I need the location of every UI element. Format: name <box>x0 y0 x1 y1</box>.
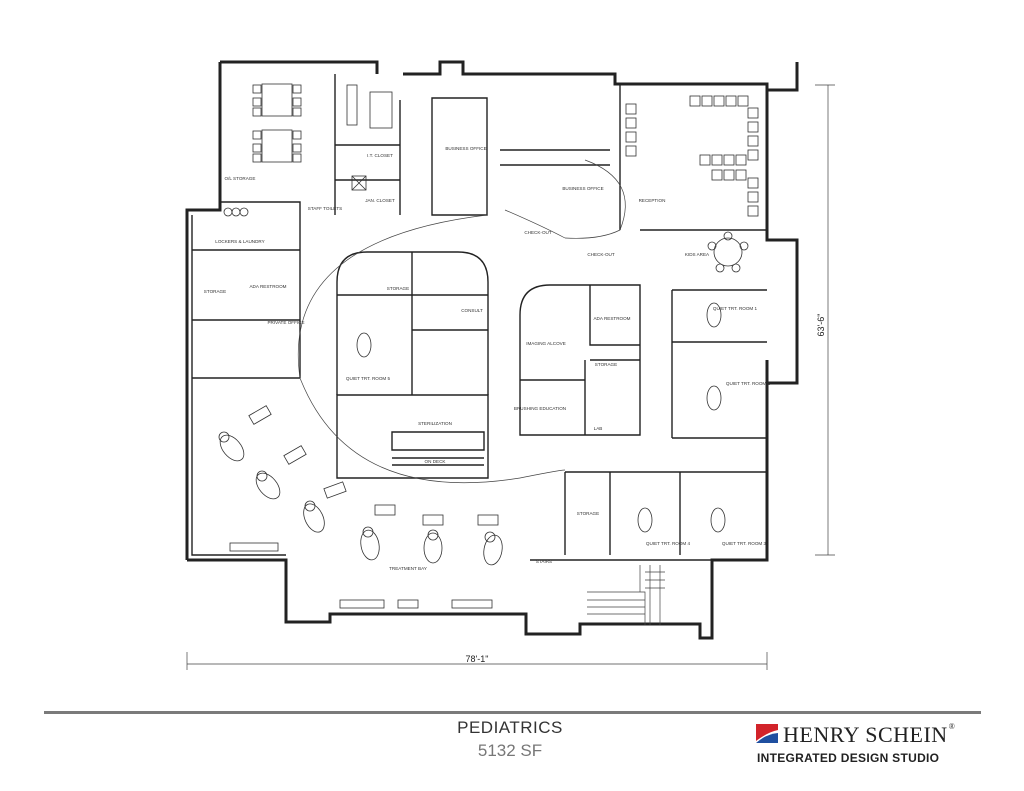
room-label: LOCKERS & LAUNDRY <box>215 239 264 244</box>
plan-title: PEDIATRICS <box>457 718 563 737</box>
exterior-walls <box>185 60 799 640</box>
registered-mark: ® <box>948 722 956 731</box>
room-label: BUSINESS OFFICE <box>562 186 603 191</box>
room-label: ADA RESTROOM <box>249 284 286 289</box>
room-label: CHECK-OUT <box>587 252 615 257</box>
room-label: QUIET TRT. ROOM 5 <box>346 376 391 381</box>
core-rooms <box>298 159 641 484</box>
brand-name: HENRY SCHEIN® <box>783 722 955 748</box>
conference-furniture <box>223 83 302 217</box>
width-dimension: 78'-1" <box>186 652 768 670</box>
plan-area: 5132 SF <box>477 741 543 760</box>
room-label: STAFF TOILETS <box>308 206 342 211</box>
footer-divider <box>44 711 981 714</box>
room-label: STORAGE <box>204 289 226 294</box>
room-label: STORAGE <box>595 362 617 367</box>
henry-schein-flag-logo <box>756 724 778 743</box>
reception-seating <box>625 95 759 273</box>
treatment-chairs <box>218 302 726 566</box>
room-label: BRUSHING EDUCATION <box>514 406 566 411</box>
brand-wordmark: HENRY SCHEIN <box>783 722 948 747</box>
interior-walls <box>192 74 767 561</box>
room-labels: O/L STORAGE STAFF TOILETS LOCKERS & LAUN… <box>204 146 771 571</box>
room-label: ON DECK <box>425 459 447 464</box>
room-label: KIDS AREA <box>685 252 710 257</box>
floor-plan-drawing: O/L STORAGE STAFF TOILETS LOCKERS & LAUN… <box>185 60 835 670</box>
height-dimension: 63'-6" <box>815 84 835 556</box>
room-label: I.T. CLOSET <box>367 153 393 158</box>
room-label: O/L STORAGE <box>225 176 256 181</box>
room-label: QUIET TRT. ROOM 4 <box>646 541 691 546</box>
counters <box>229 84 493 609</box>
room-label: BUSINESS OFFICE <box>445 146 486 151</box>
room-label: STERILIZATION <box>418 421 452 426</box>
room-label: CONSULT <box>461 308 483 313</box>
room-label: CHECK-OUT <box>524 230 552 235</box>
height-dimension-label: 63'-6" <box>816 314 826 337</box>
room-label: QUIET TRT. ROOM 2 <box>726 381 771 386</box>
room-label: PRIVATE OFFICE <box>267 320 304 325</box>
room-label: QUIET TRT. ROOM 3 <box>722 541 767 546</box>
room-label: STORAGE <box>577 511 599 516</box>
room-label: IMAGING ALCOVE <box>526 341 566 346</box>
brand-studio: INTEGRATED DESIGN STUDIO <box>757 751 940 765</box>
room-label: STAIRS <box>536 559 552 564</box>
room-label: RECEPTION <box>639 198 666 203</box>
room-label: LAB <box>594 426 603 431</box>
width-dimension-label: 78'-1" <box>466 654 489 664</box>
room-label: JAN. CLOSET <box>365 198 395 203</box>
room-label: QUIET TRT. ROOM 1 <box>713 306 758 311</box>
room-label: TREATMENT BAY <box>389 566 427 571</box>
stairs-graphic <box>587 565 665 625</box>
room-label: STORAGE <box>387 286 409 291</box>
room-label: ADA RESTROOM <box>593 316 630 321</box>
